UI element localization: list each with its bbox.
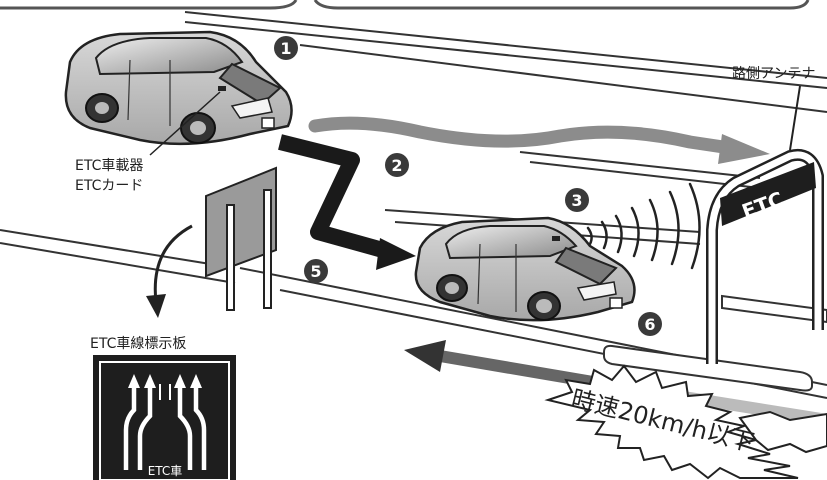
top-frames	[0, 0, 808, 8]
etc-lane-sign: ETC車	[93, 355, 236, 480]
svg-text:1: 1	[280, 39, 291, 58]
car-top	[66, 32, 292, 144]
onboard-unit-label: ETC車載器	[75, 157, 143, 174]
step-marker-3: 3	[565, 188, 589, 212]
card-label: ETCカード	[75, 178, 143, 194]
step-marker-6: 6	[638, 312, 662, 336]
svg-text:6: 6	[644, 315, 655, 334]
step-marker-1: 1	[274, 36, 298, 60]
svg-text:2: 2	[391, 156, 402, 175]
svg-text:5: 5	[310, 262, 321, 281]
sign-title-label: ETC車線標示板	[90, 335, 186, 352]
through-lane-arrow	[315, 123, 770, 164]
sign-etc-text: ETC車	[148, 464, 183, 478]
antenna-leader	[790, 86, 800, 150]
lane-sign-board	[206, 168, 276, 310]
step-marker-2: 2	[385, 153, 409, 177]
svg-text:3: 3	[571, 191, 582, 210]
antenna-label: 路側アンテナ	[732, 66, 815, 82]
step-marker-5: 5	[304, 259, 328, 283]
etc-gantry: ETC	[712, 155, 818, 364]
car-middle	[416, 218, 635, 320]
